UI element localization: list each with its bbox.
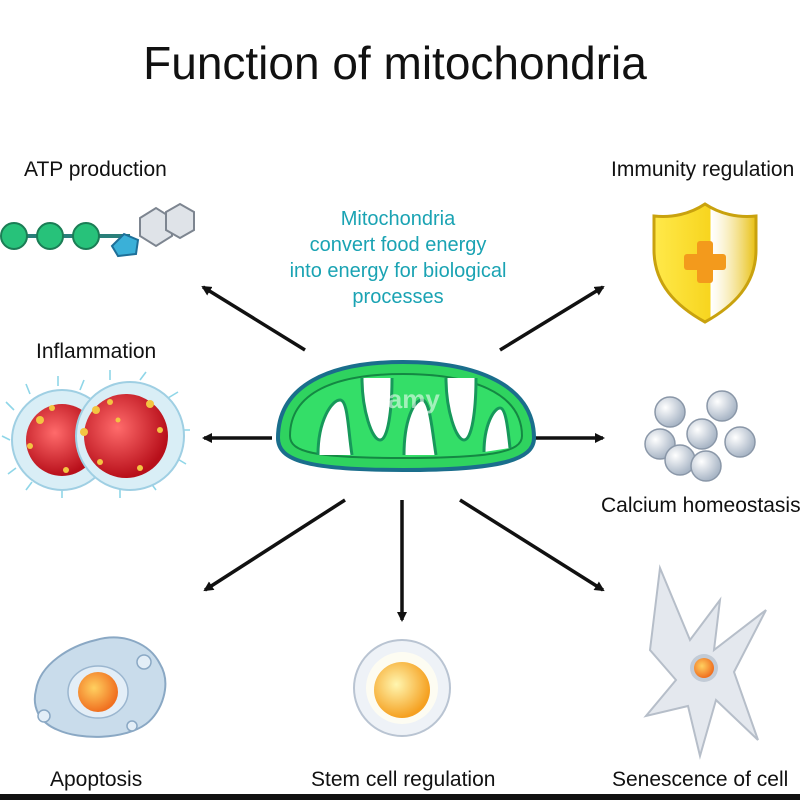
description-line-1: Mitochondria [340, 208, 456, 230]
label-immunity-regulation: Immunity regulation [611, 158, 795, 181]
arrow-to-immunity [499, 285, 605, 352]
senescent-cell-icon [643, 564, 767, 760]
apoptotic-cell-icon [33, 636, 167, 738]
description-line-2: convert food energy [309, 234, 487, 256]
description-line-3: into energy for biological [289, 260, 507, 282]
arrows [201, 285, 605, 622]
label-stem-cell-regulation: Stem cell regulation [311, 768, 496, 791]
label-calcium-homeostasis: Calcium homeostasis [601, 494, 800, 517]
label-apoptosis: Apoptosis [50, 768, 143, 791]
label-atp-production: ATP production [24, 158, 167, 181]
shield-icon [652, 202, 758, 324]
description-line-4: processes [352, 286, 444, 308]
bottom-border [0, 794, 800, 800]
arrow-to-apoptosis [203, 498, 346, 592]
arrow-to-senescence [459, 498, 605, 592]
inflammation-cells-icon [1, 370, 190, 498]
mitochondrion-illustration: alamy [275, 359, 537, 473]
label-inflammation: Inflammation [36, 340, 157, 363]
page-title: Function of mitochondria [143, 37, 647, 89]
mitochondria-description: Mitochondria convert food energy into en… [250, 206, 546, 310]
label-senescence-of-cell: Senescence of cell [612, 768, 789, 791]
calcium-ions-icon [644, 390, 756, 482]
watermark-text: alamy [366, 384, 440, 414]
arrow-to-atp [201, 285, 306, 352]
atp-molecule-icon [0, 202, 195, 258]
stem-cell-icon [353, 639, 451, 737]
